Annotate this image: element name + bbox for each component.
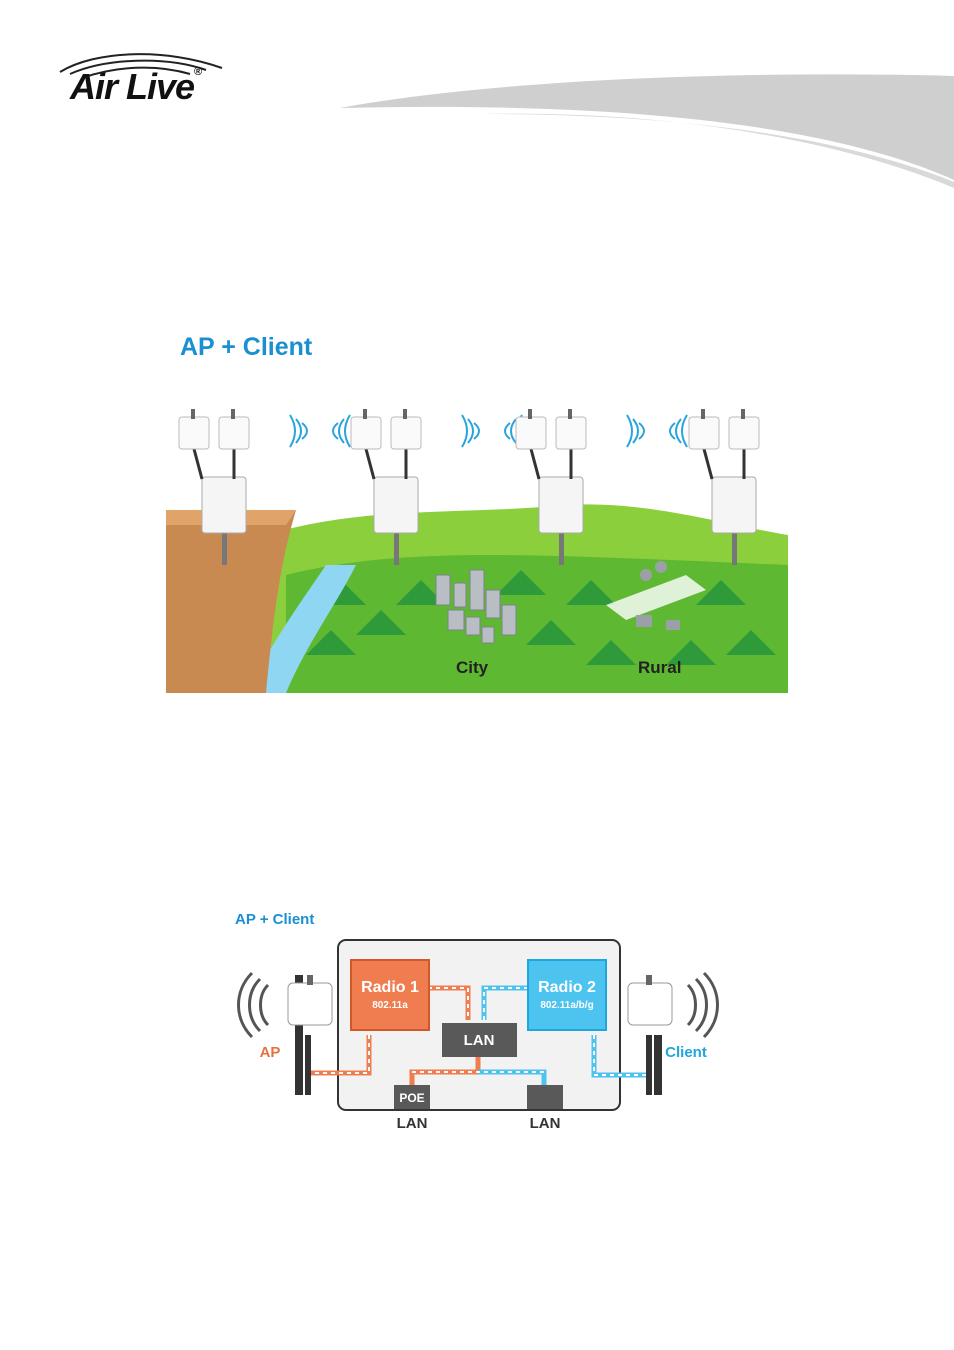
section-title-top: AP + Client — [180, 333, 312, 362]
section-title-bottom: AP + Client — [235, 911, 314, 928]
ap-antenna-icon — [239, 973, 333, 1095]
radio1-name: Radio 1 — [361, 979, 419, 996]
radio2-name: Radio 2 — [538, 979, 596, 996]
lan-right-label: LAN — [530, 1115, 561, 1132]
client-label: Client — [665, 1044, 707, 1061]
ap-client-diagram: Radio 1 802.11a Radio 2 802.11a/b/g LAN … — [228, 935, 728, 1145]
lan-port — [527, 1085, 563, 1109]
city-label: City — [456, 658, 489, 677]
header-swoosh — [340, 70, 954, 190]
radio1-standard: 802.11a — [372, 1000, 408, 1011]
brand-logo: Air Live® — [70, 66, 201, 108]
wds-landscape-illustration: City Rural — [166, 405, 788, 693]
rural-label: Rural — [638, 658, 681, 677]
ap-label: AP — [260, 1044, 281, 1061]
radio2-standard: 802.11a/b/g — [540, 1000, 593, 1011]
lan-switch-label: LAN — [464, 1032, 495, 1049]
lan-left-label: LAN — [397, 1115, 428, 1132]
poe-port-label: POE — [399, 1091, 424, 1105]
